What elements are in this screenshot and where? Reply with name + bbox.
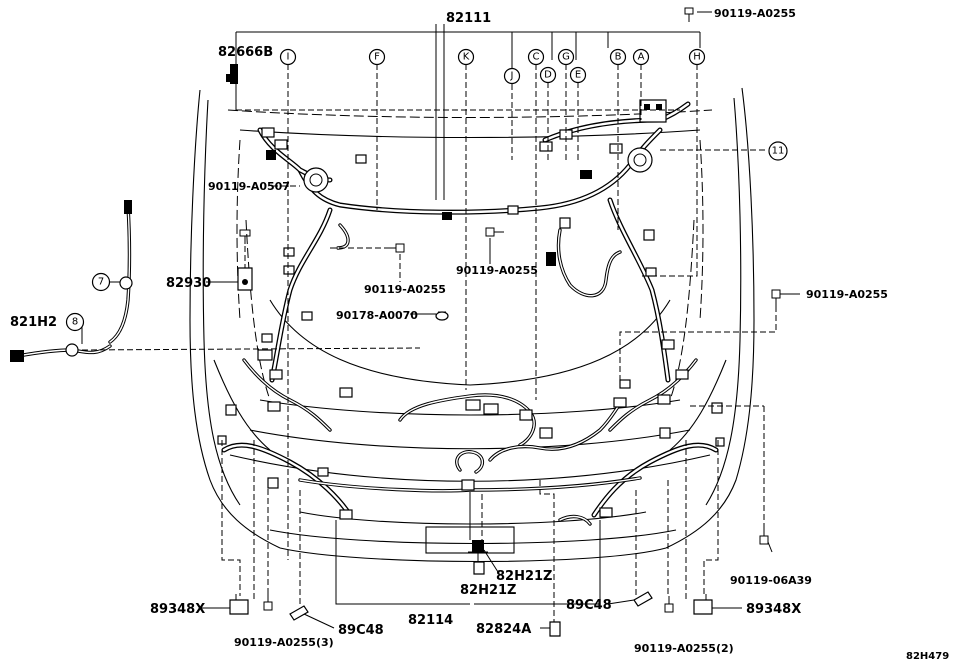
- callout-e: E: [569, 66, 587, 84]
- bolt-icon: [684, 7, 694, 22]
- label-90119-a0507: 90119-A0507: [208, 180, 290, 193]
- label-bolt-right: 90119-A0255: [806, 288, 888, 301]
- bolt-icon: [771, 289, 781, 306]
- bracket-icon: [229, 594, 249, 615]
- front-harness: [221, 358, 719, 526]
- label-82930: 82930: [166, 276, 211, 291]
- part-labels: 82111 82666B 90119-A0255 90119-A0507 829…: [10, 7, 949, 662]
- main-engine-harness: [257, 101, 691, 383]
- svg-text:G: G: [562, 52, 570, 63]
- bracket-icon: [473, 561, 485, 575]
- fasteners: [226, 7, 781, 637]
- svg-text:K: K: [463, 52, 470, 63]
- bolt-icon: [386, 243, 405, 253]
- svg-text:C: C: [533, 52, 540, 63]
- label-82h21z-upper: 82H21Z: [496, 569, 553, 584]
- svg-text:D: D: [544, 70, 552, 81]
- label-82114: 82114: [408, 613, 453, 628]
- clip-icon: [289, 605, 309, 621]
- label-90178-a0070: 90178-A0070: [336, 309, 418, 322]
- bolt-icon: [263, 594, 273, 611]
- callout-g: G: [557, 48, 575, 66]
- callout-d: D: [539, 66, 557, 84]
- label-821h2: 821H2: [10, 315, 57, 330]
- callout-f: F: [368, 48, 386, 66]
- label-82666b: 82666B: [218, 45, 273, 60]
- label-bolt-bottom-right-qty: 90119-A0255(2): [634, 642, 734, 655]
- bolt-icon: [664, 596, 674, 613]
- callout-i: I: [279, 48, 297, 66]
- label-bolt-top-right: 90119-A0255: [714, 7, 796, 20]
- label-90119-06a39: 90119-06A39: [730, 574, 812, 587]
- svg-text:B: B: [615, 52, 622, 63]
- label-bolt-center: 90119-A0255: [456, 264, 538, 277]
- clip-icon: [435, 311, 449, 321]
- callout-a: A: [632, 48, 650, 66]
- callout-b: B: [609, 48, 627, 66]
- svg-text:H: H: [693, 52, 701, 63]
- harness-821h2: [10, 200, 133, 362]
- bolt-icon: [239, 229, 251, 244]
- callout-11: 11: [768, 141, 788, 161]
- label-89348x-right: 89348X: [746, 602, 801, 617]
- callout-8: 8: [65, 312, 85, 332]
- label-82h21z-lower: 82H21Z: [460, 583, 517, 598]
- callout-circles: I F K J C D G E: [65, 48, 788, 332]
- label-bolt-center-left: 90119-A0255: [364, 283, 446, 296]
- callout-h: H: [688, 48, 706, 66]
- callout-7: 7: [91, 272, 111, 292]
- svg-text:E: E: [575, 70, 581, 81]
- label-89c48-left: 89C48: [338, 623, 384, 638]
- callout-j: J: [503, 67, 521, 85]
- label-82111: 82111: [446, 11, 491, 26]
- label-82824a: 82824A: [476, 622, 531, 637]
- clip-icon: [549, 621, 561, 637]
- svg-text:F: F: [374, 52, 380, 63]
- label-89c48-right: 89C48: [566, 598, 612, 613]
- diagram-code: 82H479: [906, 651, 949, 662]
- svg-text:J: J: [510, 71, 514, 82]
- leader-lines: [81, 11, 800, 629]
- svg-text:11: 11: [772, 146, 785, 157]
- svg-text:I: I: [287, 52, 290, 63]
- bracket-icon: [693, 594, 713, 615]
- connectors: [217, 99, 725, 520]
- svg-text:8: 8: [72, 317, 78, 328]
- clip-icon: [633, 591, 653, 607]
- svg-text:A: A: [638, 52, 645, 63]
- label-bolt-bottom-left-qty: 90119-A0255(3): [234, 636, 334, 649]
- callout-k: K: [457, 48, 475, 66]
- clamp-icon: [237, 267, 253, 291]
- callout-c: C: [527, 48, 545, 66]
- label-89348x-left: 89348X: [150, 602, 205, 617]
- bolt-icon: [759, 528, 769, 545]
- bracket-icon: [468, 540, 488, 553]
- svg-text:7: 7: [98, 277, 104, 288]
- bolt-icon: [485, 227, 504, 237]
